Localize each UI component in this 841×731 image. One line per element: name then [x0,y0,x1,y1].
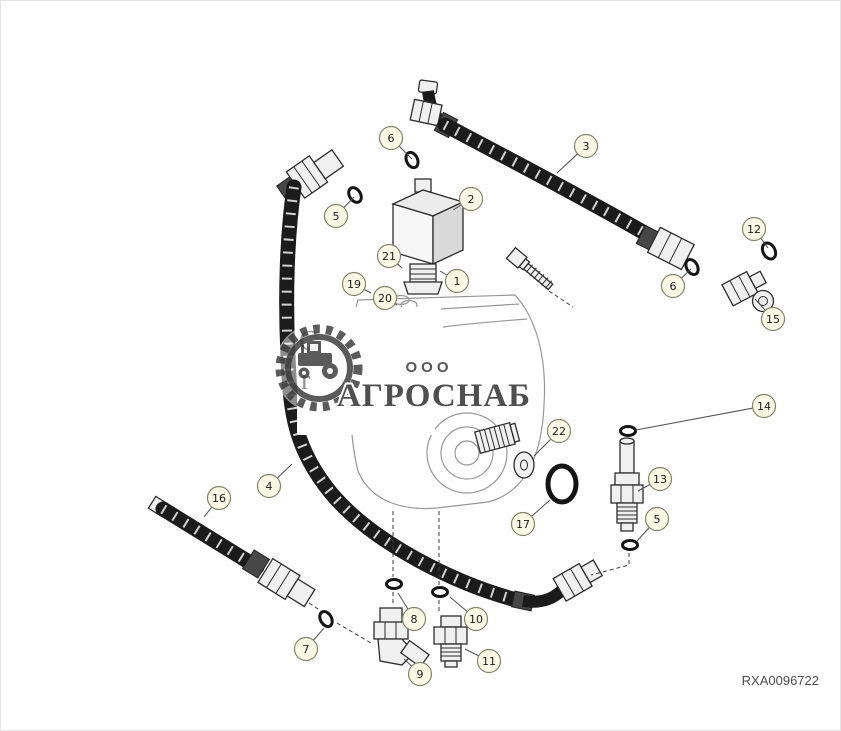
callout-balloon-6 [378,125,404,151]
callout-number-2: 2 [468,193,475,206]
watermark-name: АГРОСНАБ [337,378,531,414]
hex-bolt [505,246,554,291]
callout-number-22: 22 [552,425,566,438]
callout-balloon-7 [293,636,319,662]
callout-balloon-22 [546,418,572,444]
callout-number-8: 8 [411,613,418,626]
o-ring-5-top [347,186,363,204]
callout-number-13: 13 [653,473,667,486]
callout-balloon-13 [647,466,673,492]
assembly-dashed-lines [308,290,630,644]
hose-3-assembly [409,79,696,271]
callout-balloon-14 [751,393,777,419]
callout-balloon-11 [476,648,502,674]
callout-number-5: 5 [333,210,340,223]
callout-number-17: 17 [516,518,530,531]
callout-balloon-3 [573,133,599,159]
callout-balloon-9 [407,661,433,687]
callout-layer: 6 5 2 3 12 6 15 21 19 20 1 22 14 13 5 17 4 16 7 8 9 10 11 [203,125,786,687]
callout-number-20: 20 [378,292,392,305]
watermark: ООО АГРОСНАБ [274,323,532,416]
callout-number-6: 6 [388,132,395,145]
callout-number-1: 1 [454,275,461,288]
solenoid-valve-block [391,178,465,311]
o-ring-5-right [621,539,639,551]
callout-number-19: 19 [347,278,361,291]
elbow-fitting-15 [721,270,775,313]
callout-balloon-19 [341,271,367,297]
o-ring-12 [760,241,778,261]
callout-number-4: 4 [266,480,273,493]
o-ring-17 [545,463,579,505]
callout-balloon-1 [444,268,470,294]
censor-letter-2: r [301,365,311,396]
callout-number-9: 9 [417,668,424,681]
callout-balloon-5 [644,506,670,532]
o-ring-8 [385,578,403,590]
callout-leader-14 [635,405,765,431]
elbow-fitting-9 [373,607,430,668]
callout-balloon-4 [256,473,282,499]
censor-box: C r [297,307,435,435]
callout-balloon-12 [741,216,767,242]
hose-4-assembly [275,148,604,612]
callout-balloon-15 [760,306,786,332]
callout-balloon-20 [372,285,398,311]
callout-balloon-17 [510,511,536,537]
callout-number-7: 7 [303,643,310,656]
figure-code: RXA0096722 [742,673,819,688]
hose-16-assembly [147,495,316,608]
callout-number-14: 14 [757,400,771,413]
callout-balloon-5 [323,203,349,229]
o-ring-10 [431,586,449,598]
callout-balloon-2 [458,186,484,212]
callout-number-3: 3 [583,140,590,153]
callout-balloon-10 [463,606,489,632]
callout-number-5: 5 [654,513,661,526]
watermark-prefix: ООО [405,359,452,376]
callout-number-11: 11 [482,655,496,668]
splined-shaft [473,421,521,455]
fitting-13 [610,437,644,532]
callout-number-15: 15 [766,313,780,326]
o-ring-6-right [684,257,700,277]
callout-number-16: 16 [212,492,226,505]
o-ring-14 [619,425,637,437]
connector-fitting-11 [433,615,468,668]
callout-balloon-16 [206,485,232,511]
o-ring-7 [318,610,334,628]
callout-balloon-8 [401,606,427,632]
callout-number-21: 21 [382,250,396,263]
callout-number-10: 10 [469,613,483,626]
o-ring-6-top [404,150,420,170]
gear-tractor-logo [275,324,363,412]
washer-22 [513,451,535,479]
callout-number-12: 12 [747,223,761,236]
callout-number-6: 6 [670,280,677,293]
callout-balloon-6 [660,273,686,299]
callout-balloon-21 [376,243,402,269]
